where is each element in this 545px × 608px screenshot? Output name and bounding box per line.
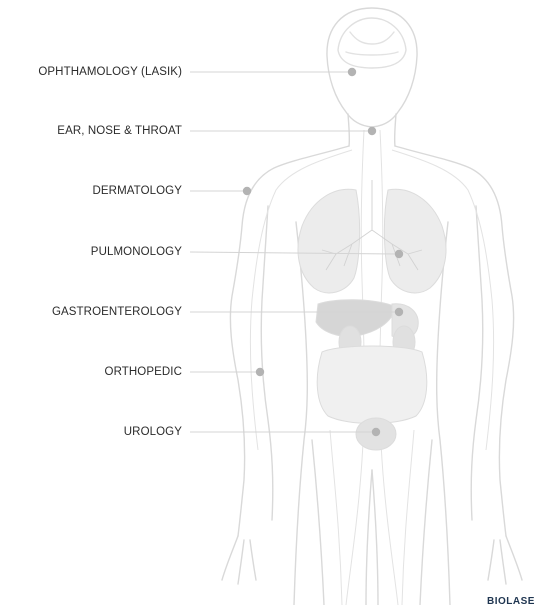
- specialty-link-urology[interactable]: UROLOGY: [124, 425, 182, 439]
- specialty-link-pulmonology[interactable]: PULMONOLOGY: [91, 245, 182, 259]
- marker-dot-dermatology: [243, 187, 251, 195]
- specialty-link-ophthamology[interactable]: OPHTHAMOLOGY (LASIK): [38, 65, 182, 79]
- marker-dot-ophthamology: [348, 68, 356, 76]
- marker-dot-pulmonology: [395, 250, 403, 258]
- specialty-link-dermatology[interactable]: DERMATOLOGY: [93, 184, 183, 198]
- specialty-link-orthopedic[interactable]: ORTHOPEDIC: [105, 365, 182, 379]
- marker-dot-ent: [368, 127, 376, 135]
- marker-dot-gastroenterology: [395, 308, 403, 316]
- lung-right-shape: [384, 189, 446, 293]
- specialty-link-ent[interactable]: EAR, NOSE & THROAT: [57, 124, 182, 138]
- marker-dot-urology: [372, 428, 380, 436]
- marker-dot-orthopedic: [256, 368, 264, 376]
- specialty-link-gastroenterology[interactable]: GASTROENTEROLOGY: [52, 305, 182, 319]
- brand-logo-text: BIOLASE: [487, 596, 535, 608]
- lung-left-shape: [298, 189, 360, 293]
- connector-line-pulmonology: [190, 252, 399, 254]
